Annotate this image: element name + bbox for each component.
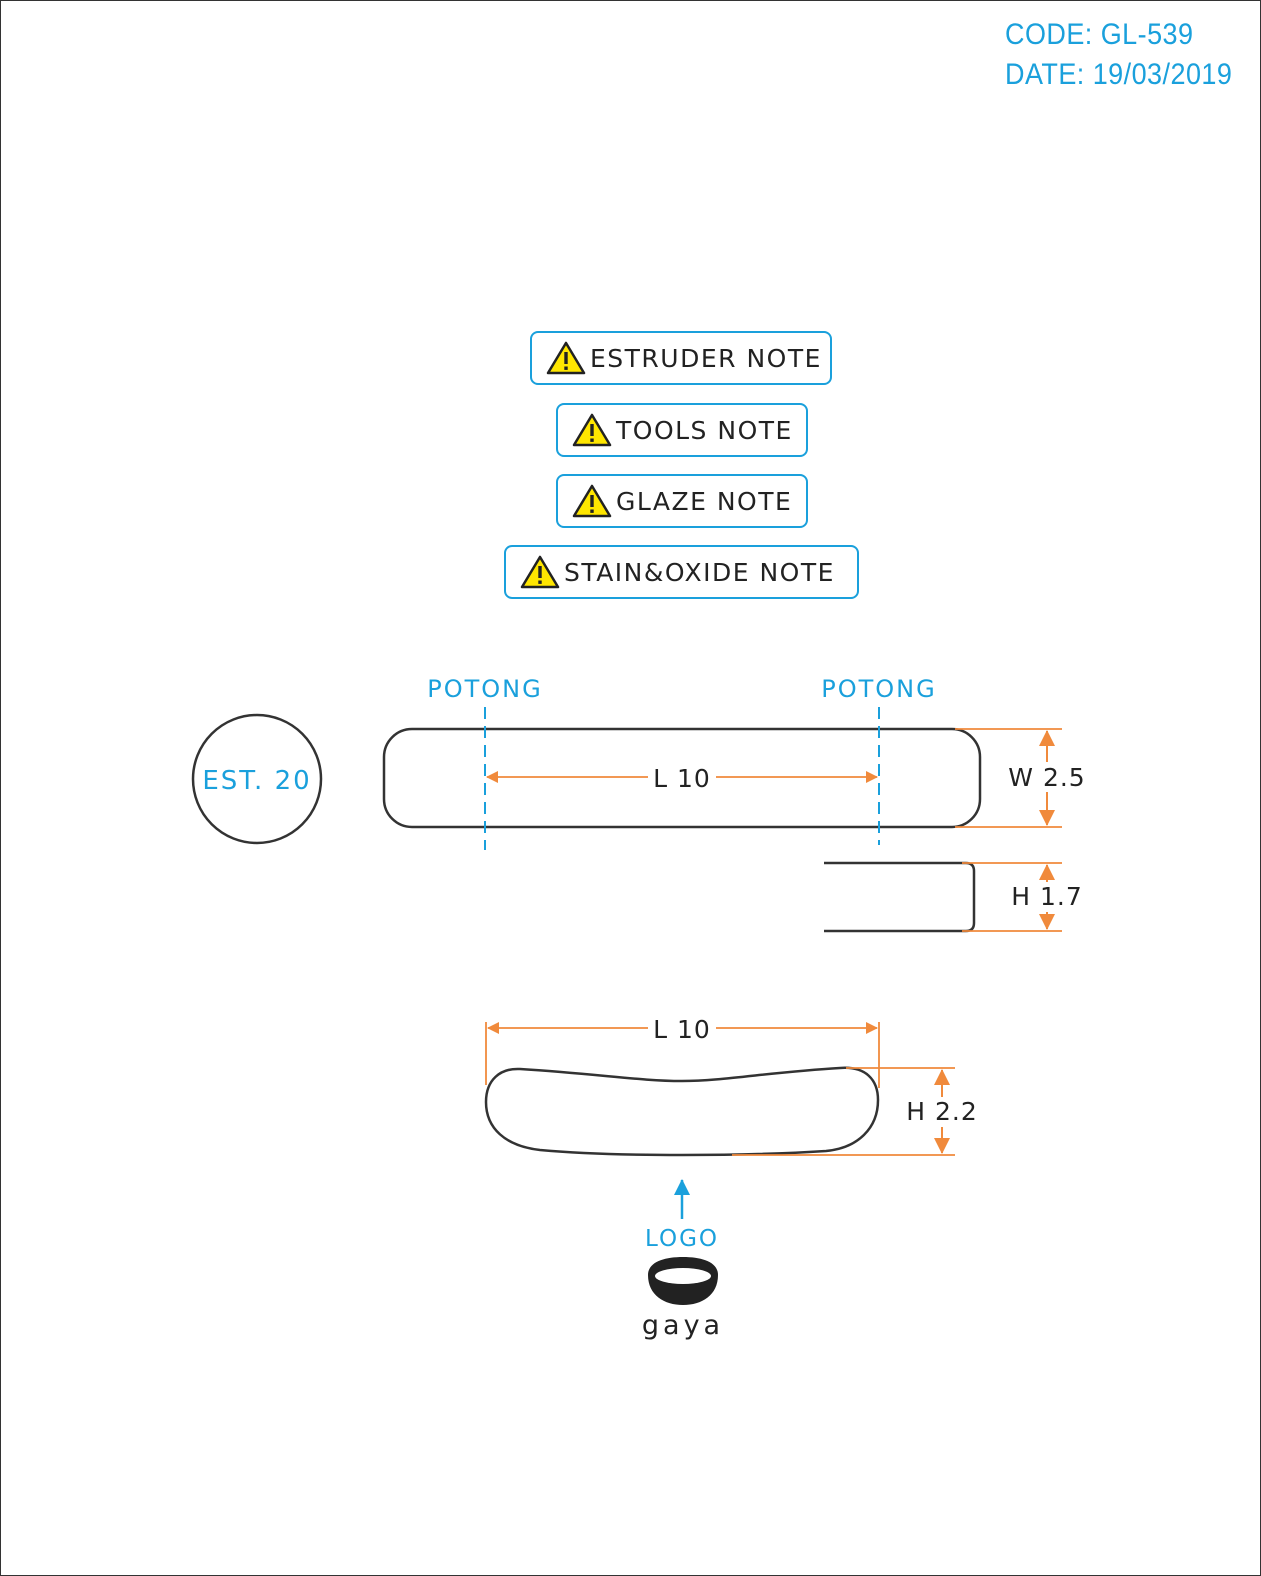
bottom-height-dimension: H 2.2 xyxy=(732,1067,984,1156)
cut-label-right: POTONG xyxy=(821,675,936,703)
side-profile-outline xyxy=(824,861,976,933)
warning-icon xyxy=(572,484,612,518)
note-label: STAIN&OXIDE NOTE xyxy=(564,557,835,587)
note-label: TOOLS NOTE xyxy=(616,415,793,445)
top-width-label: W 2.5 xyxy=(1008,763,1085,792)
gaya-logo: gaya xyxy=(642,1257,724,1341)
bottom-length-label: L 10 xyxy=(653,1015,711,1044)
top-view-outline xyxy=(382,727,982,829)
tools-note-button[interactable]: TOOLS NOTE xyxy=(556,403,808,457)
front-view-outline xyxy=(484,1066,880,1157)
glaze-note-button[interactable]: GLAZE NOTE xyxy=(556,474,808,528)
bottom-length-dimension: L 10 xyxy=(485,1015,880,1088)
estruder-note-button[interactable]: ESTRUDER NOTE xyxy=(530,331,832,385)
bottom-height-label: H 2.2 xyxy=(906,1097,978,1126)
estimate-label: EST. 20 xyxy=(202,766,311,796)
top-length-label: L 10 xyxy=(653,764,711,793)
warning-icon xyxy=(546,341,586,375)
note-label: ESTRUDER NOTE xyxy=(590,343,822,373)
side-height-dimension: H 1.7 xyxy=(962,862,1084,932)
estimate-badge: EST. 20 xyxy=(191,713,323,845)
warning-icon xyxy=(520,555,560,589)
top-width-dimension: W 2.5 xyxy=(955,728,1089,828)
cut-label-left: POTONG xyxy=(427,675,542,703)
warning-icon xyxy=(572,413,612,447)
note-label: GLAZE NOTE xyxy=(616,486,793,516)
side-height-label: H 1.7 xyxy=(1011,882,1083,911)
top-length-dimension: L 10 xyxy=(486,764,878,793)
product-code: CODE: GL-539 xyxy=(1005,18,1194,51)
stain-oxide-note-button[interactable]: STAIN&OXIDE NOTE xyxy=(504,545,859,599)
logo-label: LOGO xyxy=(645,1226,719,1252)
drawing-date: DATE: 19/03/2019 xyxy=(1005,58,1233,91)
brand-name: gaya xyxy=(642,1310,724,1341)
